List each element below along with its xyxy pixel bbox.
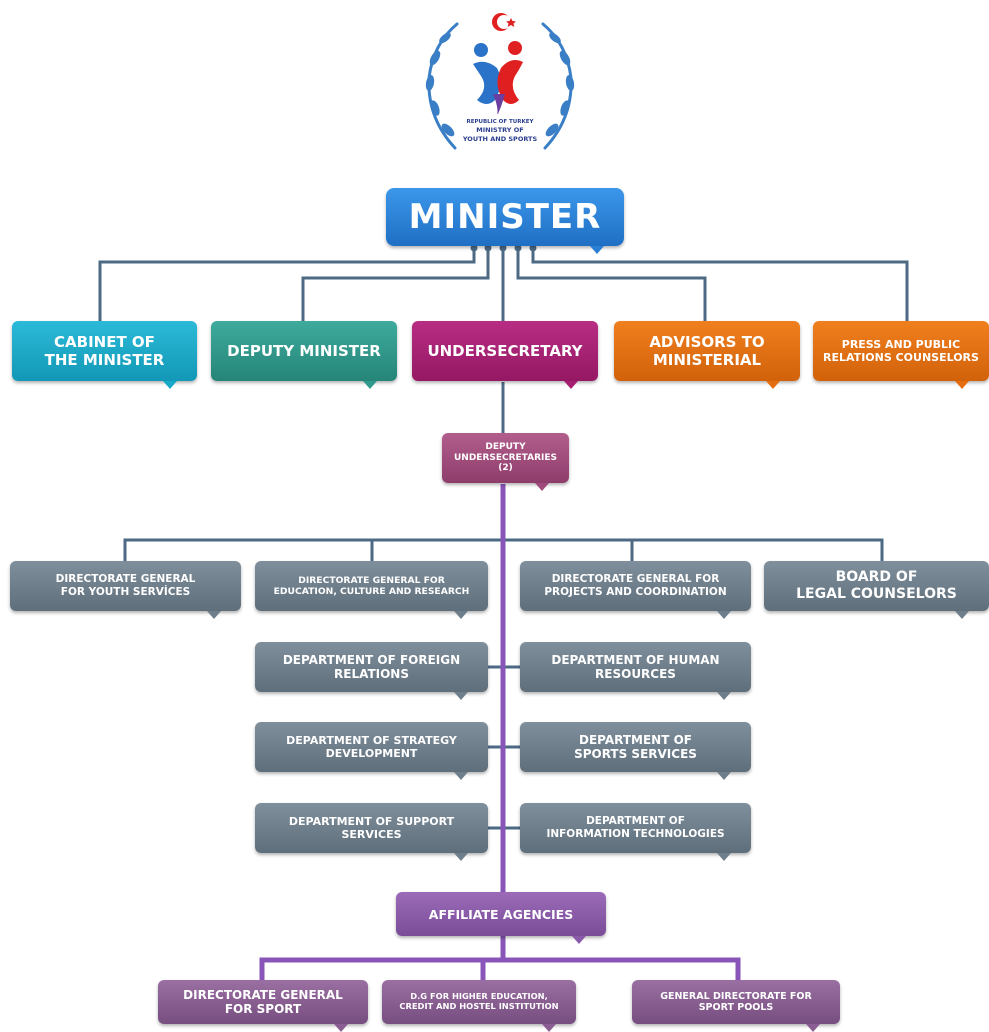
deputy-undersecretaries-box: DEPUTY UNDERSECRETARIES (2) — [442, 433, 569, 491]
sports-services-line2: SPORTS SERVICES — [574, 747, 697, 761]
higher-ed-line1: D.G FOR HIGHER EDUCATION, — [410, 991, 548, 1002]
support-line2: SERVICES — [341, 828, 402, 841]
legal-line2: LEGAL COUNSELORS — [796, 586, 957, 602]
press-line1: PRESS AND PUBLIC — [841, 337, 961, 351]
logo-line1: REPUBLIC OF TURKEY — [467, 119, 535, 125]
general-directorate-sport-pools-box: GENERAL DIRECTORATE FOR SPORT POOLS — [632, 980, 840, 1032]
youth-line1: DIRECTORATE GENERAL — [55, 573, 196, 586]
pools-line1: GENERAL DIRECTORATE FOR — [660, 990, 812, 1002]
advisors-line1: ADVISORS TO — [649, 333, 765, 351]
youth-line2: FOR YOUTH SERVİCES — [60, 586, 191, 598]
projects-line2: PROJECTS AND COORDINATION — [544, 586, 727, 598]
deputy-undersecretaries-line2: UNDERSECRETARIES — [453, 452, 558, 463]
connector-cabinet — [98, 248, 476, 322]
it-line2: INFORMATION TECHNOLOGIES — [546, 828, 725, 840]
undersecretary-box: UNDERSECRETARY — [412, 321, 598, 389]
department-strategy-development-box: DEPARTMENT OF STRATEGY DEVELOPMENT — [255, 722, 488, 780]
directorate-education-culture-research-box: DIRECTORATE GENERAL FOR EDUCATION, CULTU… — [255, 561, 488, 619]
directorate-youth-services-box: DIRECTORATE GENERAL FOR YOUTH SERVİCES — [10, 561, 241, 619]
connector-agencies-bus — [259, 957, 741, 982]
strategy-line2: DEVELOPMENT — [325, 747, 418, 760]
advisors-line2: MINISTERIAL — [652, 351, 762, 369]
minister-label: MINISTER — [408, 196, 602, 237]
ministry-logo: REPUBLIC OF TURKEY MINISTRY OF YOUTH AND… — [415, 8, 585, 173]
department-support-services-box: DEPARTMENT OF SUPPORT SERVICES — [255, 803, 488, 861]
legal-line1: BOARD OF — [835, 569, 918, 586]
department-foreign-relations-box: DEPARTMENT OF FOREIGN RELATIONS — [255, 642, 488, 700]
minister-box: MINISTER — [386, 188, 624, 254]
human-line2: RESOURCES — [595, 667, 676, 681]
logo-line3: YOUTH AND SPORTS — [462, 135, 538, 143]
foreign-line1: DEPARTMENT OF FOREIGN — [282, 652, 461, 667]
education-line2: EDUCATION, CULTURE AND RESEARCH — [273, 586, 470, 597]
deputy-minister-label: DEPUTY MINISTER — [227, 342, 381, 360]
connector-dot — [499, 244, 507, 252]
directorate-general-for-sport-box: DIRECTORATE GENERAL FOR SPORT — [158, 980, 368, 1032]
cabinet-line2: THE MINISTER — [44, 351, 165, 369]
directorate-projects-coordination-box: DIRECTORATE GENERAL FOR PROJECTS AND COO… — [520, 561, 751, 619]
human-line1: DEPARTMENT OF HUMAN — [551, 652, 720, 667]
press-line2: RELATIONS COUNSELORS — [823, 351, 979, 364]
logo-line2: MINISTRY OF — [476, 126, 523, 134]
pools-line2: SPORT POOLS — [698, 1002, 774, 1013]
cabinet-of-the-minister-box: CABINET OF THE MINISTER — [12, 321, 197, 389]
higher-ed-line2: CREDIT AND HOSTEL INSTITUTION — [399, 1001, 559, 1011]
sport-line2: FOR SPORT — [224, 1002, 302, 1016]
undersecretary-label: UNDERSECRETARY — [427, 342, 583, 360]
department-sports-services-box: DEPARTMENT OF SPORTS SERVICES — [520, 722, 751, 780]
connector-dot — [514, 244, 522, 252]
connector-dot — [529, 244, 537, 252]
department-human-resources-box: DEPARTMENT OF HUMAN RESOURCES — [520, 642, 751, 700]
education-line1: DIRECTORATE GENERAL FOR — [298, 574, 445, 586]
it-line1: DEPARTMENT OF — [586, 815, 685, 828]
sports-services-line1: DEPARTMENT OF — [579, 732, 692, 747]
connector-press — [531, 248, 909, 322]
deputy-undersecretaries-line1: DEPUTY — [485, 441, 526, 452]
connector-deputy-minister — [301, 248, 490, 322]
projects-line1: DIRECTORATE GENERAL FOR — [551, 573, 720, 586]
advisors-to-ministerial-box: ADVISORS TO MINISTERIAL — [614, 321, 800, 389]
dg-higher-education-credit-hostel-box: D.G FOR HIGHER EDUCATION, CREDIT AND HOS… — [382, 980, 576, 1032]
affiliate-agencies-box: AFFILIATE AGENCIES — [396, 892, 606, 944]
support-line1: DEPARTMENT OF SUPPORT — [288, 814, 455, 828]
connector-advisors — [516, 248, 707, 322]
deputy-undersecretaries-line3: (2) — [498, 463, 513, 474]
affiliate-agencies-label: AFFILIATE AGENCIES — [428, 906, 574, 922]
sport-line1: DIRECTORATE GENERAL — [183, 987, 343, 1002]
connector-dot — [484, 244, 492, 252]
department-information-technologies-box: DEPARTMENT OF INFORMATION TECHNOLOGIES — [520, 803, 751, 861]
board-of-legal-counselors-box: BOARD OF LEGAL COUNSELORS — [764, 561, 989, 619]
connector-dot — [470, 244, 478, 252]
cabinet-line1: CABINET OF — [54, 333, 155, 351]
strategy-line1: DEPARTMENT OF STRATEGY — [286, 733, 457, 747]
press-and-public-relations-box: PRESS AND PUBLIC RELATIONS COUNSELORS — [813, 321, 989, 389]
foreign-line2: RELATIONS — [334, 667, 409, 681]
deputy-minister-box: DEPUTY MINISTER — [211, 321, 397, 389]
